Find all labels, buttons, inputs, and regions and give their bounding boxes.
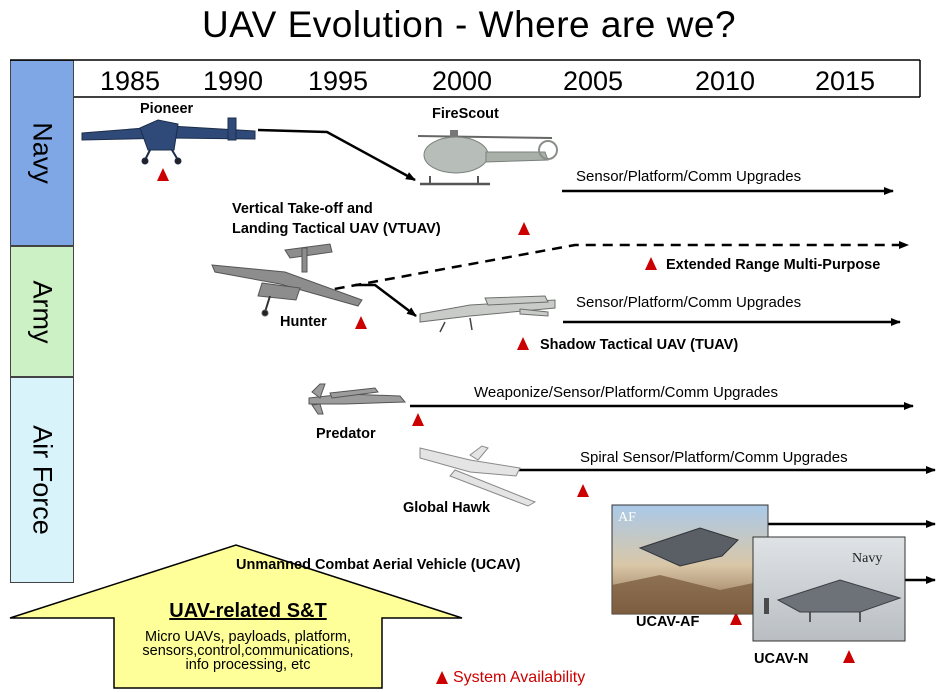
ucav-af-photo xyxy=(611,504,769,615)
marker-hunter xyxy=(355,316,367,329)
marker-pioneer xyxy=(157,168,169,181)
photo-tag-navy: Navy xyxy=(852,551,883,566)
marker-ucav-n xyxy=(843,650,855,663)
pioneer-aircraft-image xyxy=(81,117,256,165)
band-air-force: Air Force xyxy=(10,377,74,583)
label-vtuav: Vertical Take-off and Landing Tactical U… xyxy=(232,201,441,237)
band-army: Army xyxy=(10,246,74,377)
label-erm: Extended Range Multi-Purpose xyxy=(666,257,881,273)
note-predator-upgrades: Weaponize/Sensor/Platform/Comm Upgrades xyxy=(474,384,779,401)
marker-ucav-af xyxy=(730,612,742,625)
photo-tag-af: AF xyxy=(618,510,636,525)
marker-shadow xyxy=(517,337,529,350)
hunter-aircraft-image xyxy=(211,243,363,317)
st-arrow-shape xyxy=(9,544,463,689)
marker-legend xyxy=(436,671,448,684)
hunter-to-erm-dashed-arrow xyxy=(317,241,909,294)
label-ucav: Unmanned Combat Aerial Vehicle (UCAV) xyxy=(236,557,521,573)
label-hunter: Hunter xyxy=(280,314,327,330)
year-1990: 1990 xyxy=(203,66,264,96)
diagram-title: UAV Evolution - Where are we? xyxy=(201,4,737,45)
firescout-helicopter-image xyxy=(417,130,558,186)
timeline-frame xyxy=(10,59,921,98)
band-navy: Navy xyxy=(10,60,74,246)
marker-predator xyxy=(412,413,424,426)
year-1995: 1995 xyxy=(308,66,369,96)
note-navy-upgrades: Sensor/Platform/Comm Upgrades xyxy=(576,168,802,185)
label-global-hawk: Global Hawk xyxy=(403,500,491,516)
label-firescout: FireScout xyxy=(432,106,499,122)
label-predator: Predator xyxy=(316,426,376,442)
marker-erm xyxy=(645,257,657,270)
st-body: Micro UAVs, payloads, platform, sensors,… xyxy=(142,629,354,673)
global-hawk-aircraft-image xyxy=(419,445,537,507)
marker-global-hawk xyxy=(577,484,589,497)
legend-system-availability: System Availability xyxy=(453,669,586,686)
pioneer-to-firescout-arrow xyxy=(257,128,416,182)
year-1985: 1985 xyxy=(100,66,161,96)
st-heading: UAV-related S&T xyxy=(169,600,327,622)
label-pioneer: Pioneer xyxy=(140,101,194,117)
label-ucav-n: UCAV-N xyxy=(754,651,809,667)
year-2015: 2015 xyxy=(815,66,876,96)
note-army-upgrades: Sensor/Platform/Comm Upgrades xyxy=(576,294,802,311)
label-ucav-af: UCAV-AF xyxy=(636,614,700,630)
year-2010: 2010 xyxy=(695,66,756,96)
year-2000: 2000 xyxy=(432,66,493,96)
shadow-aircraft-image xyxy=(419,295,556,333)
predator-aircraft-image xyxy=(308,383,407,415)
ucav-n-photo xyxy=(752,536,906,642)
label-shadow: Shadow Tactical UAV (TUAV) xyxy=(540,337,739,353)
hunter-to-shadow-arrow xyxy=(355,283,417,317)
note-global-hawk-upgrades: Spiral Sensor/Platform/Comm Upgrades xyxy=(580,449,848,466)
marker-vtuav xyxy=(518,222,530,235)
year-2005: 2005 xyxy=(563,66,624,96)
